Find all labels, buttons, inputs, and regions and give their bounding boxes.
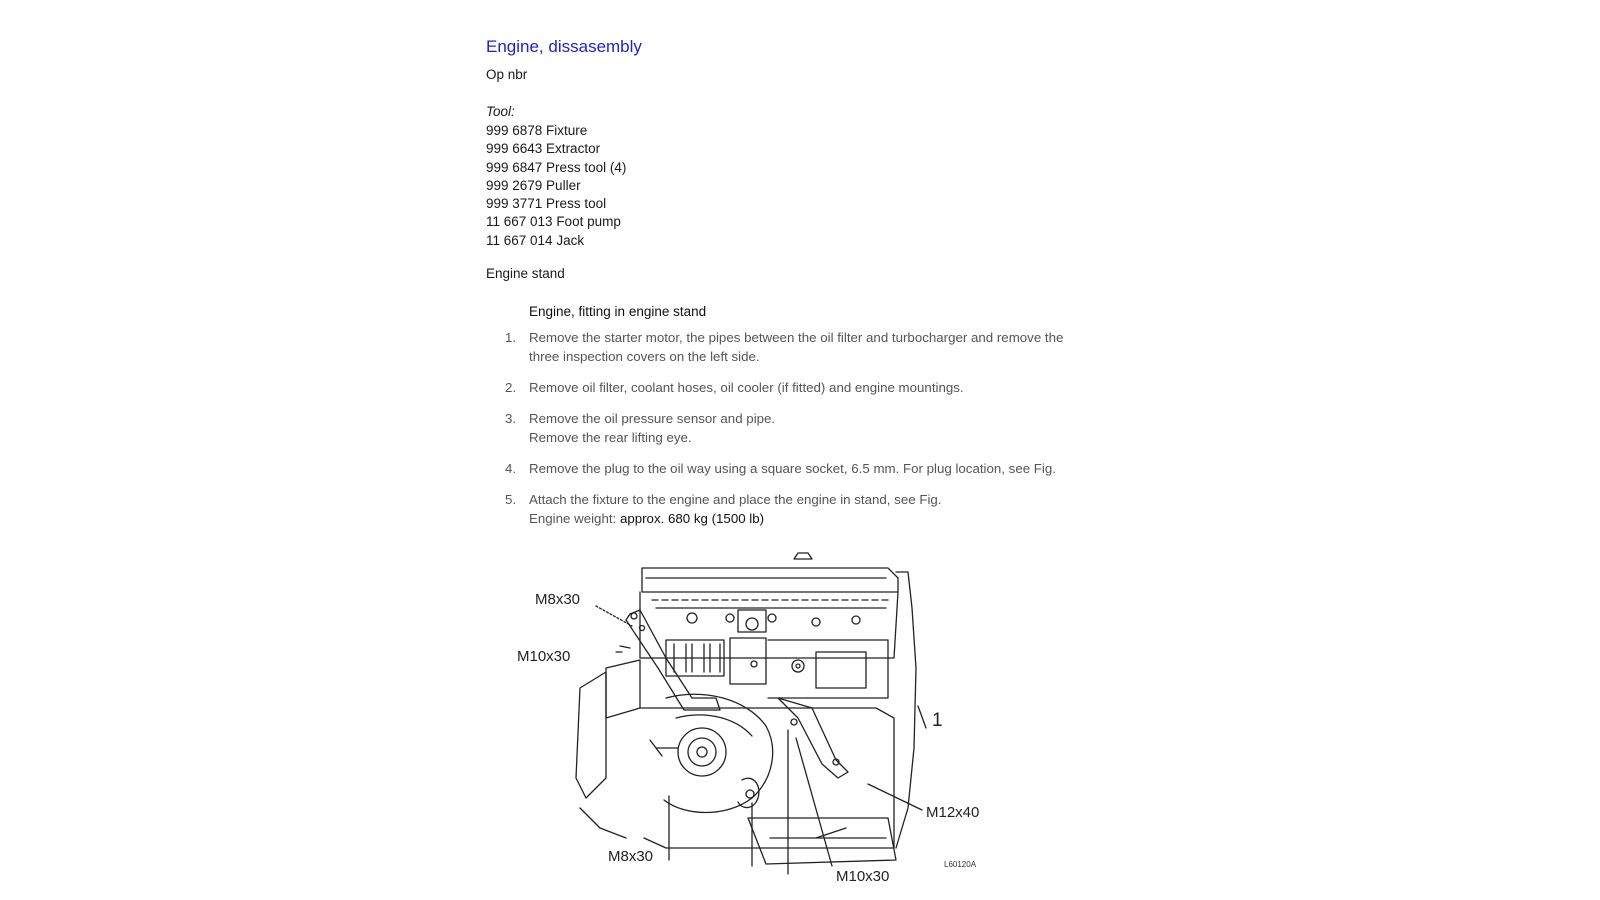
step-number: 3. xyxy=(505,411,517,426)
callout-m12x40: M12x40 xyxy=(926,804,980,821)
tool-item: 11 667 014 Jack xyxy=(486,232,585,248)
step-text: Remove the starter motor, the pipes betw… xyxy=(529,330,1064,345)
step-item: 1. Remove the starter motor, the pipes b… xyxy=(486,328,1106,366)
callout-m8x30-bottom: M8x30 xyxy=(608,848,654,865)
page-title: Engine, dissasembly xyxy=(486,37,642,56)
step-number: 4. xyxy=(505,461,517,476)
tool-list: 999 6878 Fixture 999 6643 Extractor 999 … xyxy=(486,122,626,250)
step-number: 2. xyxy=(505,380,517,395)
tool-item: 999 6643 Extractor xyxy=(486,141,601,157)
callout-m8x30-top: M8x30 xyxy=(535,591,581,608)
document-page: Engine, dissasembly Op nbr Tool: 999 687… xyxy=(486,0,1126,900)
engine-stand-label: Engine stand xyxy=(486,266,565,281)
step-text: Remove the oil pressure sensor and pipe. xyxy=(529,411,776,426)
step-text: Remove the plug to the oil way using a s… xyxy=(529,461,1056,476)
section-heading: Engine, fitting in engine stand xyxy=(529,304,707,319)
tool-heading: Tool: xyxy=(486,104,515,119)
tool-item: 999 6847 Press tool (4) xyxy=(486,159,627,175)
engine-weight-label: Engine weight: xyxy=(529,511,620,526)
engine-line-drawing xyxy=(575,552,927,875)
tool-item: 11 667 013 Foot pump xyxy=(486,214,621,230)
step-text: Attach the fixture to the engine and pla… xyxy=(529,492,942,507)
step-item: 3. Remove the oil pressure sensor and pi… xyxy=(486,409,1106,447)
step-text: Engine weight: approx. 680 kg (1500 lb) xyxy=(529,509,1106,528)
step-item: 2. Remove oil filter, coolant hoses, oil… xyxy=(486,378,1106,397)
figure-code: L60120A xyxy=(944,860,977,869)
step-text: Remove the rear lifting eye. xyxy=(529,430,692,445)
op-nbr-label: Op nbr xyxy=(486,67,528,82)
tool-item: 999 3771 Press tool xyxy=(486,196,607,212)
procedure-steps: 1. Remove the starter motor, the pipes b… xyxy=(486,328,1106,540)
tool-item: 999 6878 Fixture xyxy=(486,123,588,138)
step-text: three inspection covers on the left side… xyxy=(529,349,760,364)
step-number: 1. xyxy=(505,330,517,345)
step-number: 5. xyxy=(505,492,517,507)
engine-weight-value: approx. 680 kg (1500 lb) xyxy=(619,511,765,526)
step-text: Remove oil filter, coolant hoses, oil co… xyxy=(529,380,964,395)
callout-m10x30-left: M10x30 xyxy=(517,648,571,665)
tool-item: 999 2679 Puller xyxy=(486,177,581,193)
step-item: 5. Attach the fixture to the engine and … xyxy=(486,490,1106,528)
step-item: 4. Remove the plug to the oil way using … xyxy=(486,459,1106,478)
engine-stand-figure: M8x30 M10x30 1 M12x40 M8x30 M10x30 L6012… xyxy=(516,548,996,898)
callout-m10x30-bottom: M10x30 xyxy=(836,868,890,885)
callout-ref-1: 1 xyxy=(932,710,943,731)
